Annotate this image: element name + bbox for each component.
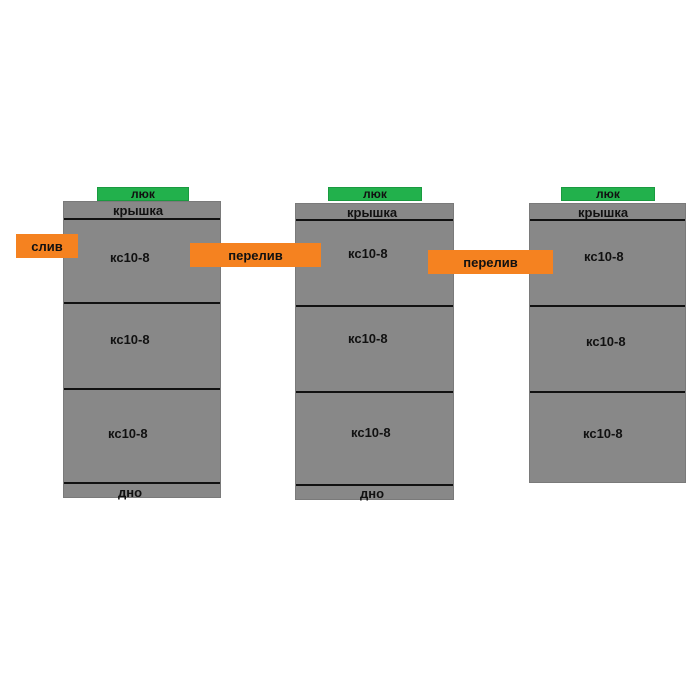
tank-3-lid-line: [530, 219, 685, 221]
inlet-pipe: слив: [16, 234, 78, 258]
tank-1-ring-2-line: [64, 388, 220, 390]
tank-1-hatch: люк: [97, 187, 189, 201]
tank-1-lid-label: крышка: [113, 203, 164, 218]
tank-3-ring-2-line: [530, 391, 685, 393]
tank-2: крышка кс10-8 кс10-8 кс10-8 дно: [295, 203, 454, 501]
tank-2-lid-line: [296, 219, 453, 221]
tank-2-ring-1-label: кс10-8: [348, 246, 388, 261]
overflow-pipe-2: перелив: [428, 250, 553, 274]
overflow-pipe-1: перелив: [190, 243, 321, 267]
tank-3-hatch: люк: [561, 187, 655, 201]
tank-1-bottom-line: [64, 482, 220, 484]
tank-2-bottom-line: [296, 484, 453, 486]
tank-2-bottom-label: дно: [360, 486, 385, 501]
tank-2-ring-2-line: [296, 391, 453, 393]
tank-2-ring-2-label: кс10-8: [348, 331, 388, 346]
tank-1-ring-1-line: [64, 302, 220, 304]
tank-1-ring-1-label: кс10-8: [110, 250, 150, 265]
tank-3: крышка кс10-8 кс10-8 кс10-8: [529, 203, 686, 483]
tank-3-ring-1-line: [530, 305, 685, 307]
tank-2-ring-1-line: [296, 305, 453, 307]
tank-3-lid-label: крышка: [578, 205, 629, 220]
tank-1-ring-2-label: кс10-8: [110, 332, 150, 347]
tank-3-ring-2-label: кс10-8: [586, 334, 626, 349]
tank-1-ring-3-label: кс10-8: [108, 426, 148, 441]
tank-1-bottom-label: дно: [118, 485, 143, 500]
tank-3-ring-1-label: кс10-8: [584, 249, 624, 264]
tank-2-ring-3-label: кс10-8: [351, 425, 391, 440]
tank-2-lid-label: крышка: [347, 205, 398, 220]
tank-1-lid-line: [64, 218, 220, 220]
tank-3-ring-3-label: кс10-8: [583, 426, 623, 441]
tank-2-hatch: люк: [328, 187, 422, 201]
